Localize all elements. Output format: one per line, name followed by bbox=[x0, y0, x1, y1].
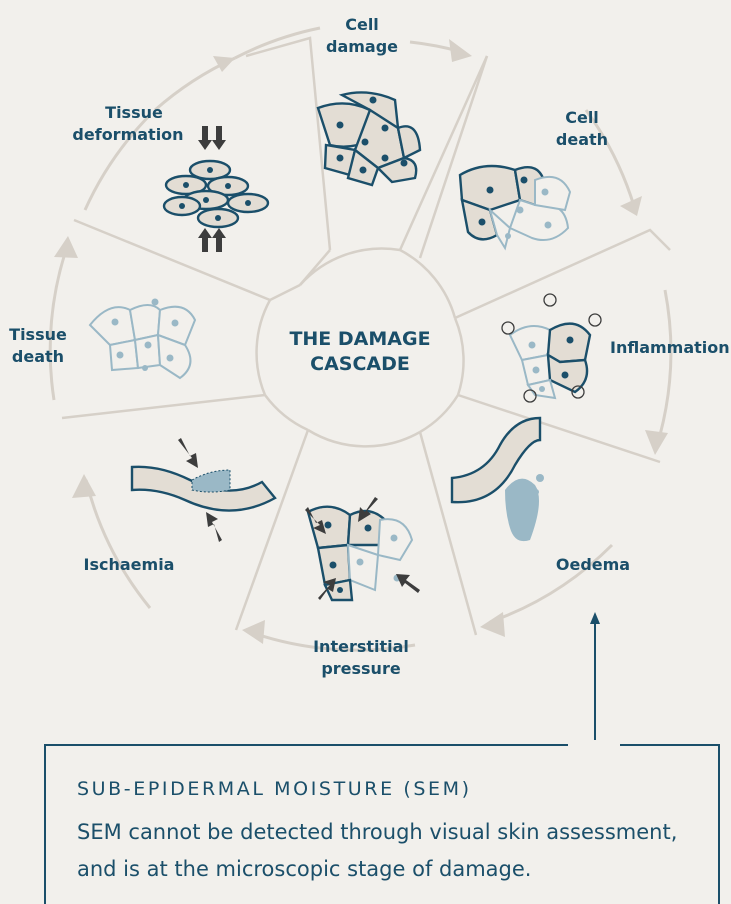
center-title-line1: THE DAMAGE bbox=[289, 328, 430, 350]
sem-title: SUB-EPIDERMAL MOISTURE (SEM) bbox=[77, 778, 472, 800]
label-cell-damage-2: damage bbox=[326, 37, 398, 56]
oedema-illustration bbox=[452, 418, 544, 541]
label-interstitial-2: pressure bbox=[321, 659, 401, 678]
ischaemia-illustration bbox=[132, 438, 275, 542]
label-cell-damage-1: Cell bbox=[345, 15, 379, 34]
label-tissue-deformation-1: Tissue bbox=[105, 103, 163, 122]
interstitial-pressure-illustration bbox=[305, 497, 420, 600]
label-interstitial-1: Interstitial bbox=[313, 637, 409, 656]
label-inflammation: Inflammation bbox=[610, 338, 730, 357]
center-title-line2: CASCADE bbox=[310, 353, 410, 375]
label-oedema: Oedema bbox=[556, 555, 630, 574]
sem-description: SEM cannot be detected through visual sk… bbox=[77, 814, 717, 888]
label-tissue-death-1: Tissue bbox=[9, 325, 67, 344]
arrowhead bbox=[54, 236, 78, 258]
label-tissue-deformation-2: deformation bbox=[72, 125, 183, 144]
arrowhead bbox=[72, 474, 96, 498]
tissue-death-illustration bbox=[90, 299, 195, 379]
tissue-deformation-illustration bbox=[164, 126, 268, 252]
cell-damage-illustration bbox=[318, 92, 420, 185]
label-cell-death-1: Cell bbox=[565, 108, 599, 127]
arrowhead bbox=[449, 39, 472, 62]
cell-death-illustration bbox=[460, 166, 570, 248]
label-ischaemia: Ischaemia bbox=[84, 555, 175, 574]
arrowhead bbox=[480, 612, 505, 637]
label-tissue-death-2: death bbox=[12, 347, 64, 366]
arrowhead bbox=[242, 620, 265, 644]
inflammation-illustration bbox=[502, 294, 601, 402]
oedema-water-icon bbox=[505, 479, 539, 542]
label-cell-death-2: death bbox=[556, 130, 608, 149]
arrowhead bbox=[213, 56, 235, 72]
arrowhead bbox=[645, 430, 668, 455]
sem-box-gap bbox=[568, 740, 620, 748]
sem-connector-arrow bbox=[590, 612, 600, 744]
